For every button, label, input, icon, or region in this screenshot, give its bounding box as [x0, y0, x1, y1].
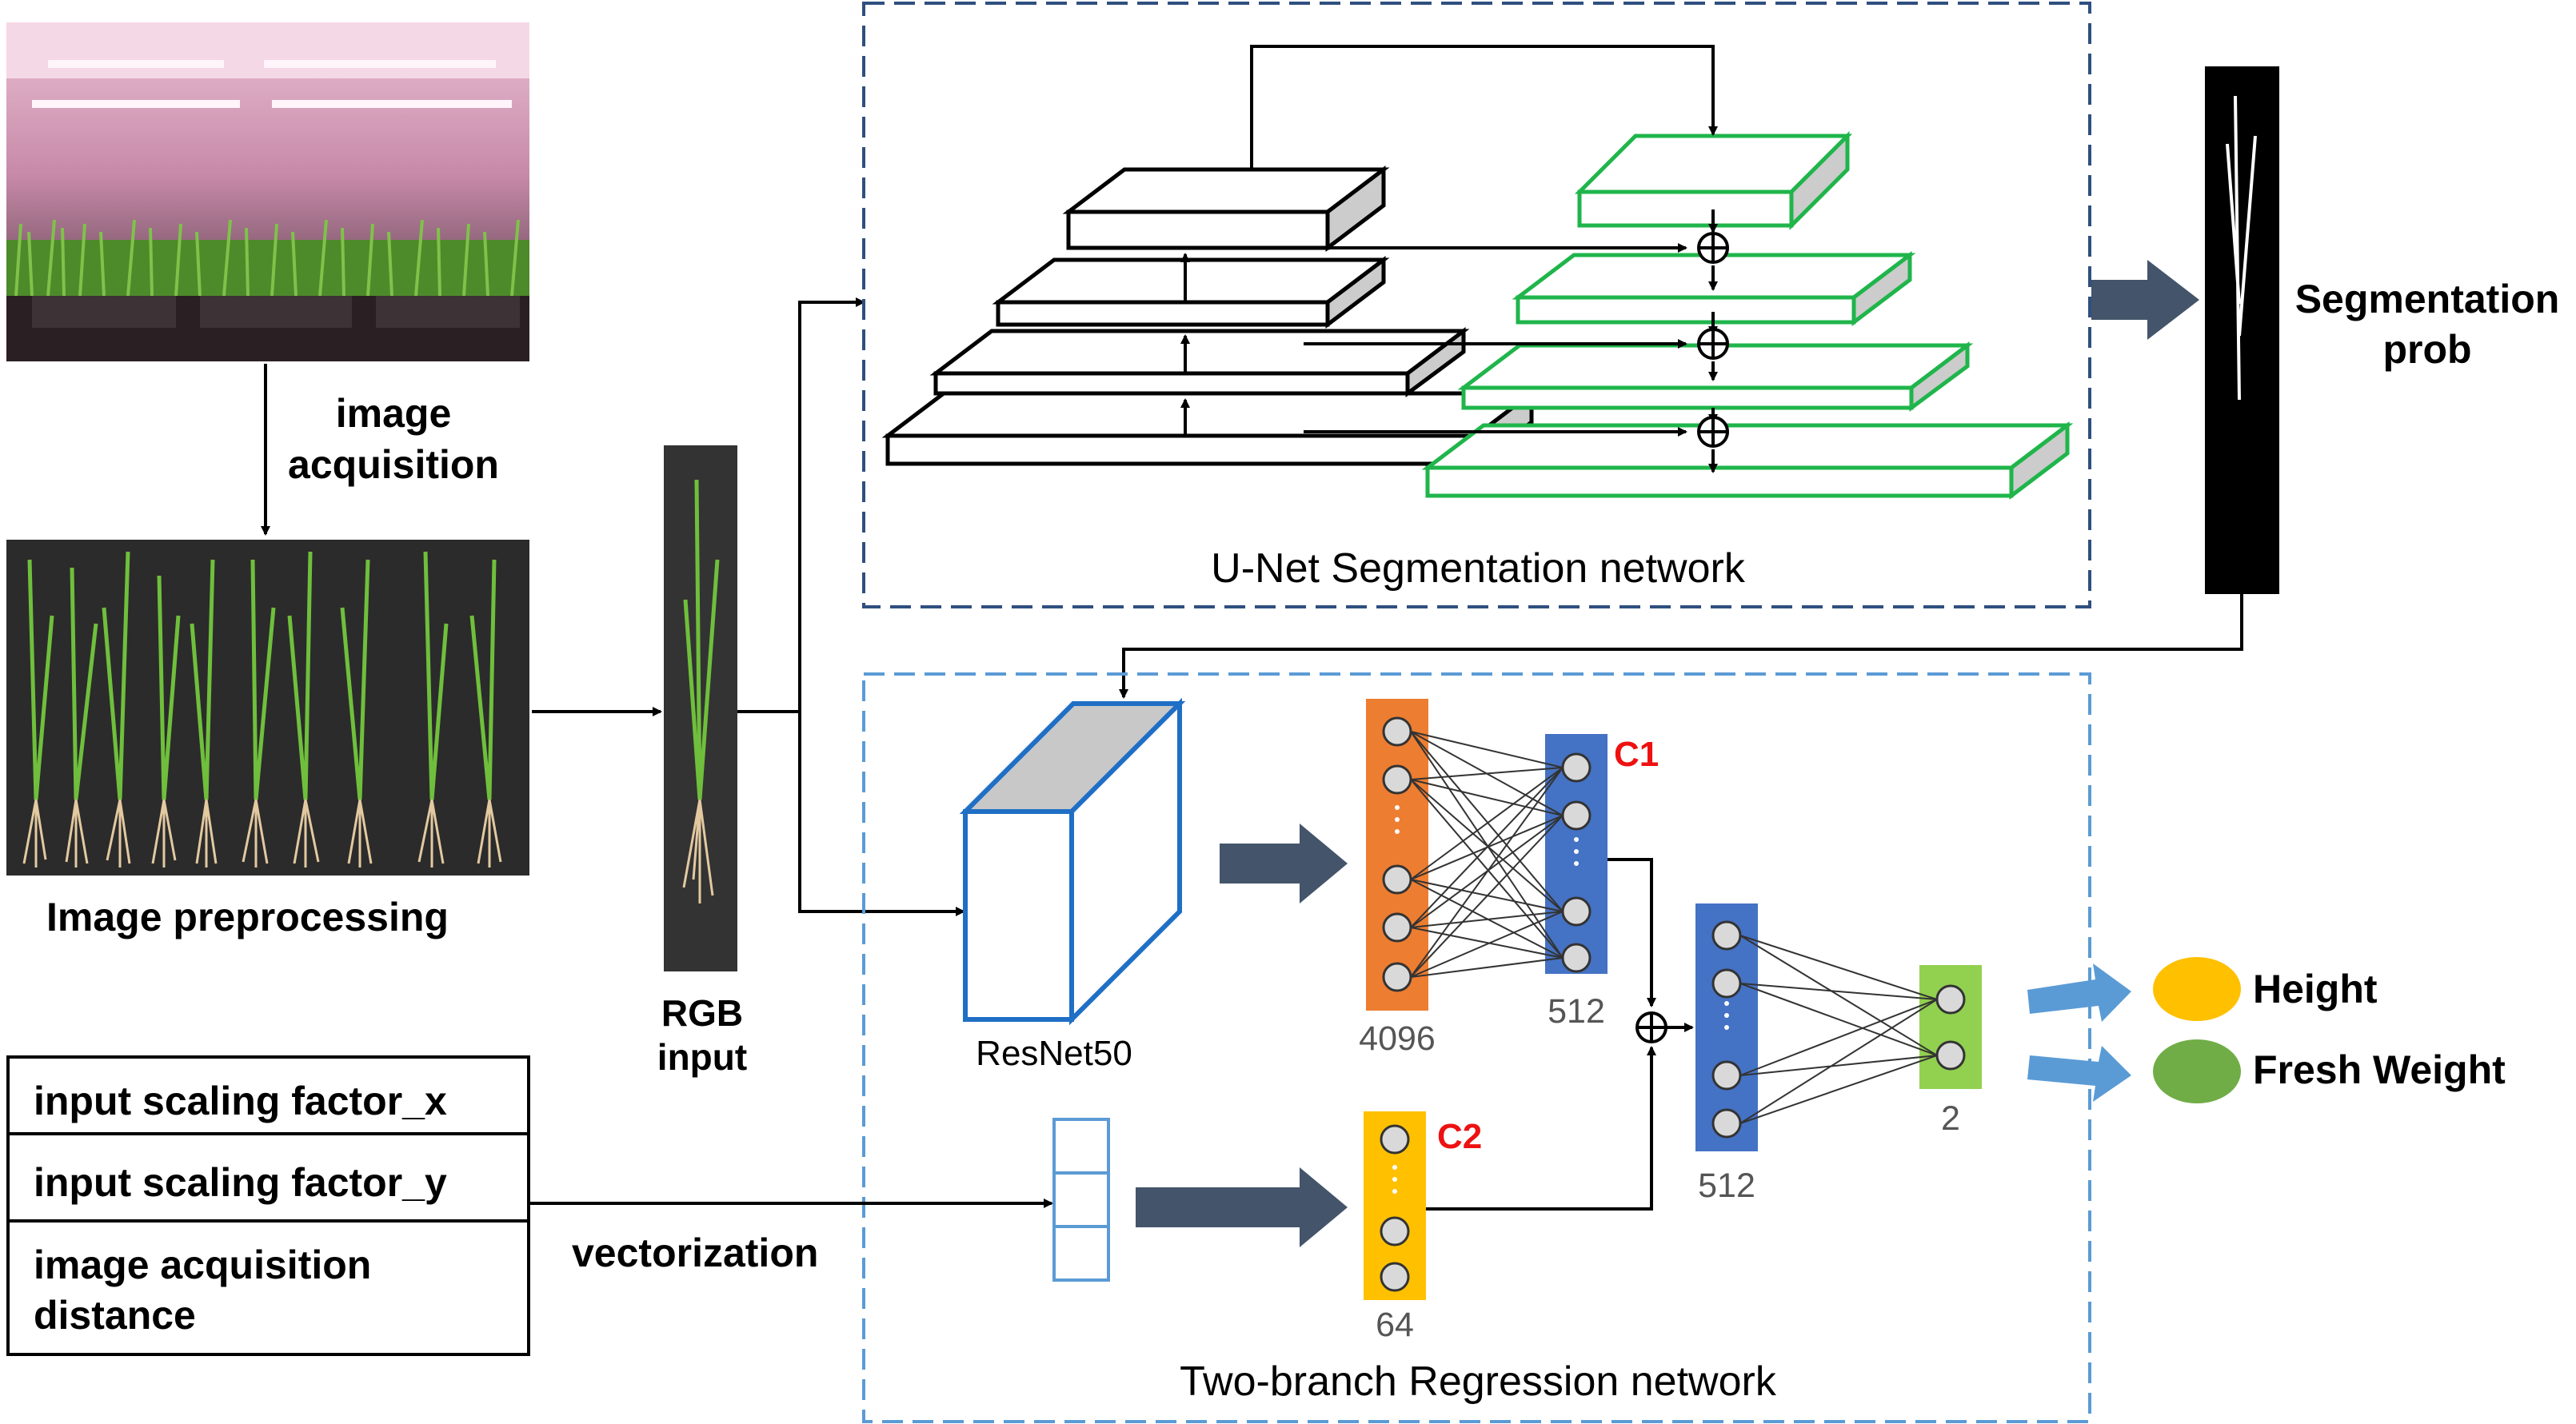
connection-line [1410, 779, 1564, 912]
connection-line [1410, 779, 1564, 959]
layer-size-4096: 4096 [1359, 1019, 1436, 1058]
neuron [1382, 912, 1412, 943]
neuron [1382, 962, 1412, 992]
regression-frame [862, 672, 2091, 1423]
image-preprocessing-label: Image preprocessing [46, 895, 449, 939]
rgb-input-label: RGB input [657, 992, 748, 1079]
seedlings-photo [6, 540, 529, 876]
height-arrow [2027, 963, 2131, 1022]
skip-connections [1250, 45, 1718, 473]
fresh-weight-label: Fresh Weight [2253, 1047, 2506, 1092]
connection-line [1739, 999, 1938, 1076]
resnet50-label: ResNet50 [976, 1034, 1132, 1073]
factor-scaling-x: input scaling factor_x [6, 1055, 530, 1135]
connection-line [1410, 779, 1564, 816]
segmentation-prob-label: Segmentation prob [2294, 277, 2560, 372]
fresh-weight-arrow [2027, 1046, 2131, 1102]
factor-acquisition-distance: image acquisition distance [6, 1219, 530, 1356]
factor-scaling-y: input scaling factor_y [6, 1132, 530, 1223]
segmentation-mask [2205, 66, 2279, 594]
vectorization-label: vectorization [572, 1231, 819, 1275]
circle-plus-icon [1635, 1011, 1667, 1043]
regression-caption: Two-branch Regression network [1180, 1358, 1776, 1405]
connection-line [1739, 935, 1938, 1000]
connection-line [1739, 935, 1938, 1056]
connection-line [1410, 957, 1564, 978]
fc-layer-2 [1919, 965, 1982, 1089]
neuron [1711, 1060, 1742, 1091]
ellipsis-dots [1392, 805, 1729, 1194]
resnet50-block [959, 697, 1186, 1026]
factor-vector [1052, 1118, 1110, 1282]
mask-feedback-arrow [1119, 594, 2243, 699]
neuron [1561, 896, 1592, 927]
connection-line [1410, 767, 1564, 780]
connection-line [1410, 927, 1564, 959]
connection-line [1739, 1055, 1938, 1124]
unet-caption: U-Net Segmentation network [1211, 545, 1745, 592]
neurons [1380, 716, 1966, 1292]
greenhouse-photo [6, 22, 529, 361]
neuron [1380, 1124, 1410, 1155]
connection-line [1410, 767, 1564, 928]
neuron [1561, 752, 1592, 783]
connection-line [1739, 999, 1938, 1124]
neuron [1561, 943, 1592, 973]
neuron [1711, 968, 1742, 999]
layer-size-2: 2 [1941, 1099, 1960, 1138]
fc-layer-4096 [1366, 699, 1428, 1011]
unet-decoder [1421, 130, 2074, 501]
layer-size-64: 64 [1376, 1306, 1414, 1344]
height-label: Height [2253, 967, 2378, 1011]
connection-line [1739, 1055, 1938, 1076]
input-split-arrows [737, 297, 965, 916]
unet-encoder [881, 165, 1538, 468]
neuron [1382, 864, 1412, 895]
connection-line [1410, 815, 1564, 978]
connection-line [1410, 731, 1564, 912]
unet-frame [862, 2, 2091, 608]
merge-connections [1426, 858, 1694, 1211]
connection-line [1410, 911, 1564, 928]
connection-line [1410, 731, 1564, 768]
connection-line [1410, 767, 1564, 880]
connection-line [1410, 911, 1564, 978]
neuron [1382, 764, 1412, 795]
dense-connections-1 [1410, 731, 1564, 978]
neuron [1382, 716, 1412, 747]
resnet-to-fc-arrow [1220, 824, 1348, 903]
rgb-input-strip [664, 445, 737, 971]
c1-label: C1 [1614, 735, 1659, 774]
neuron [1380, 1216, 1410, 1246]
dense-connections-2 [1739, 935, 1938, 1124]
fresh-weight-oval [2153, 1039, 2241, 1103]
neuron [1935, 984, 1966, 1015]
neuron [1561, 800, 1592, 831]
to-mask-arrow [2091, 260, 2199, 340]
layer-size-512-c1: 512 [1548, 992, 1605, 1031]
c2-label: C2 [1437, 1117, 1483, 1156]
height-oval [2153, 957, 2241, 1021]
neuron [1711, 1108, 1742, 1139]
connection-line [1739, 983, 1938, 1056]
neuron [1711, 920, 1742, 951]
image-acquisition-label: image acquisition [288, 391, 499, 487]
neuron [1935, 1040, 1966, 1071]
circle-plus-icon [1697, 232, 1729, 448]
neuron [1380, 1262, 1410, 1292]
layer-size-512: 512 [1698, 1167, 1755, 1205]
vector-to-fc-arrow [1136, 1167, 1348, 1247]
connection-line [1410, 767, 1564, 978]
connection-line [1739, 983, 1938, 1000]
